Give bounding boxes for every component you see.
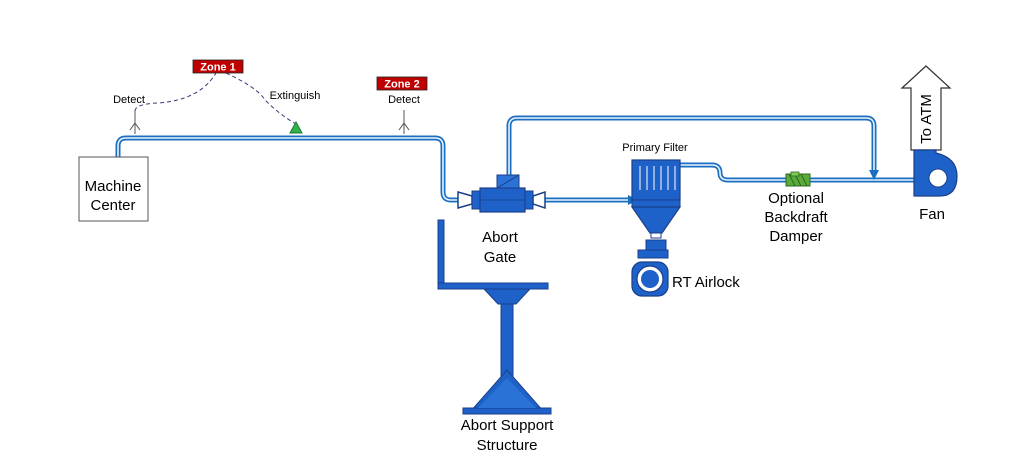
abort-support-label-2: Structure [477, 437, 538, 454]
machine-center-label-1: Machine [85, 178, 142, 195]
backdraft-label-3: Damper [769, 228, 822, 245]
duct-highlights [117, 117, 915, 201]
detect-label-2: Detect [388, 94, 420, 106]
to-atm-arrow: To ATM [900, 65, 952, 151]
detect-sensor-1-icon [129, 111, 141, 134]
zone-1-label: Zone 1 [200, 62, 235, 74]
detect-label-1: Detect [113, 94, 145, 106]
to-atm-label: To ATM [918, 94, 935, 144]
primary-filter-label: Primary Filter [622, 142, 688, 154]
rt-airlock-icon [631, 239, 669, 297]
abort-gate-label-2: Gate [484, 249, 517, 266]
fan-icon [913, 149, 958, 197]
extinguish-label: Extinguish [270, 90, 321, 102]
rt-airlock-label: RT Airlock [672, 274, 740, 291]
backdraft-label-2: Backdraft [764, 209, 828, 226]
fan-label: Fan [919, 206, 945, 223]
inlet-duct [115, 135, 463, 203]
extinguisher-nozzle-icon [289, 120, 303, 134]
backdraft-damper-icon [785, 171, 811, 187]
machine-center-label-2: Center [90, 197, 135, 214]
backdraft-label-1: Optional [768, 190, 824, 207]
abort-support-label-1: Abort Support [461, 417, 554, 434]
abort-gate-icon [457, 174, 546, 213]
machine-center: Machine Center [78, 156, 149, 222]
zone-1-badge: Zone 1 [192, 59, 244, 74]
primary-filter-icon [630, 159, 682, 239]
abort-support-base-highlight [478, 378, 536, 408]
zone-2-label: Zone 2 [384, 79, 419, 91]
zone-2-badge: Zone 2 [376, 76, 428, 91]
detect-sensor-2-icon [398, 110, 410, 134]
abort-gate-label-1: Abort [482, 229, 519, 246]
flow-arrow-down-to-fan [869, 170, 879, 180]
